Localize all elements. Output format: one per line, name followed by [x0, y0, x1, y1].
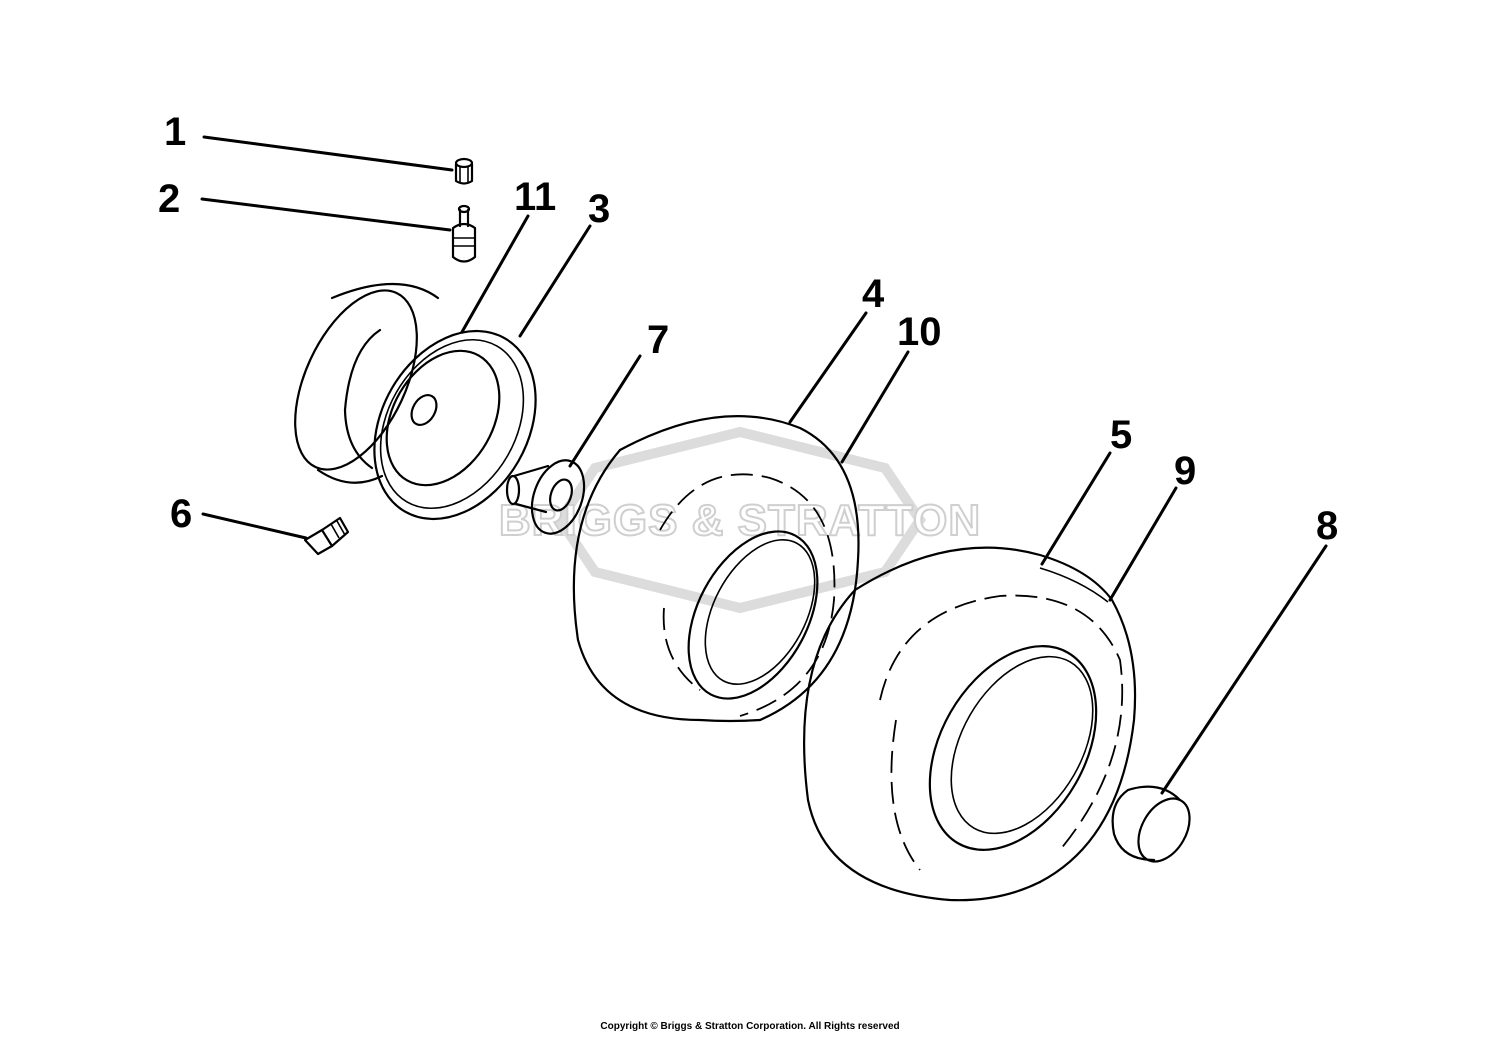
bushing-part[interactable] — [505, 453, 594, 541]
watermark-text: BRIGGS & STRATTON — [499, 496, 981, 545]
leader-6 — [201, 512, 308, 540]
leader-9 — [1108, 486, 1178, 602]
grease-fitting-part[interactable] — [303, 516, 350, 556]
leader-3 — [518, 224, 592, 338]
callout-3: 3 — [588, 187, 610, 231]
callout-5: 5 — [1110, 413, 1132, 457]
callout-6: 6 — [170, 492, 192, 536]
leader-7 — [568, 354, 642, 468]
leader-2 — [200, 197, 452, 232]
leader-5 — [1040, 451, 1112, 566]
callout-1: 1 — [164, 110, 186, 154]
callout-labels: 1 2 3 4 5 6 7 8 9 10 11 — [158, 110, 1338, 548]
copyright-text: Copyright © Briggs & Stratton Corporatio… — [600, 1021, 900, 1032]
leader-4 — [788, 311, 868, 424]
rear-tire-part[interactable] — [803, 546, 1137, 902]
leader-lines — [200, 135, 1328, 795]
leader-8 — [1160, 544, 1328, 795]
callout-11: 11 — [514, 175, 556, 219]
valve-stem-part[interactable] — [451, 204, 477, 263]
leader-1 — [202, 135, 454, 172]
leader-11 — [460, 214, 530, 334]
callout-8: 8 — [1316, 504, 1338, 548]
callout-2: 2 — [158, 177, 180, 221]
watermark-logo: BRIGGS & STRATTON — [498, 426, 981, 614]
callout-9: 9 — [1174, 449, 1196, 493]
hub-cap-part[interactable] — [1111, 785, 1200, 871]
front-tire-part[interactable] — [572, 415, 860, 723]
valve-cap-part[interactable] — [454, 157, 474, 185]
leader-10 — [840, 350, 910, 464]
wheel-rim-part[interactable] — [270, 272, 568, 548]
callout-10: 10 — [897, 310, 942, 354]
callout-4: 4 — [862, 272, 885, 316]
callout-7: 7 — [647, 318, 669, 362]
